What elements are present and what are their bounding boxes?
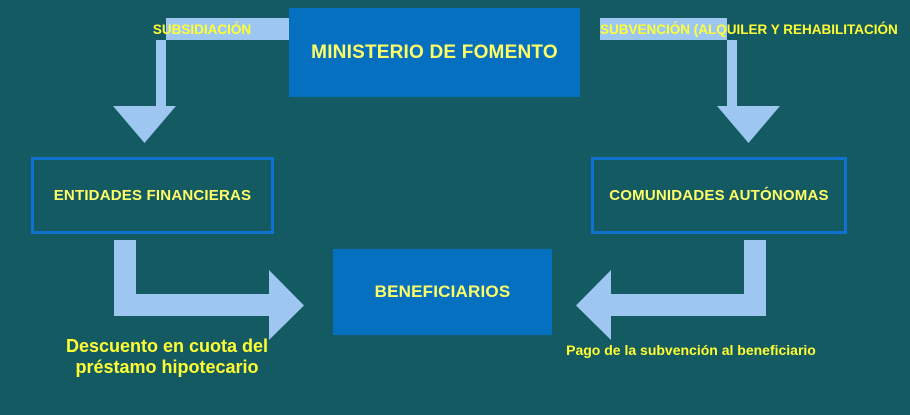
arrow-ministerio-to-comunidades-icon (600, 18, 780, 143)
arrow-comunidades-to-beneficiarios-icon (576, 240, 766, 340)
edge-label-subvencion: SUBVENCIÓN (ALQUILER Y REHABILITACIÓN (600, 22, 898, 37)
arrow-ministerio-to-entidades-icon (113, 18, 293, 143)
caption-descuento-en-cuota: Descuento en cuota del préstamo hipoteca… (65, 336, 269, 378)
node-entidades-financieras[interactable]: ENTIDADES FINANCIERAS (31, 157, 274, 234)
node-ministerio-de-fomento[interactable]: MINISTERIO DE FOMENTO (289, 8, 580, 97)
node-comunidades-autonomas[interactable]: COMUNIDADES AUTÓNOMAS (591, 157, 847, 234)
edge-label-subsidiacion: SUBSIDIACIÓN (152, 22, 252, 37)
node-beneficiarios[interactable]: BENEFICIARIOS (333, 249, 552, 335)
arrow-entidades-to-beneficiarios-icon (114, 240, 304, 340)
caption-pago-subvencion: Pago de la subvención al beneficiario (566, 342, 816, 358)
